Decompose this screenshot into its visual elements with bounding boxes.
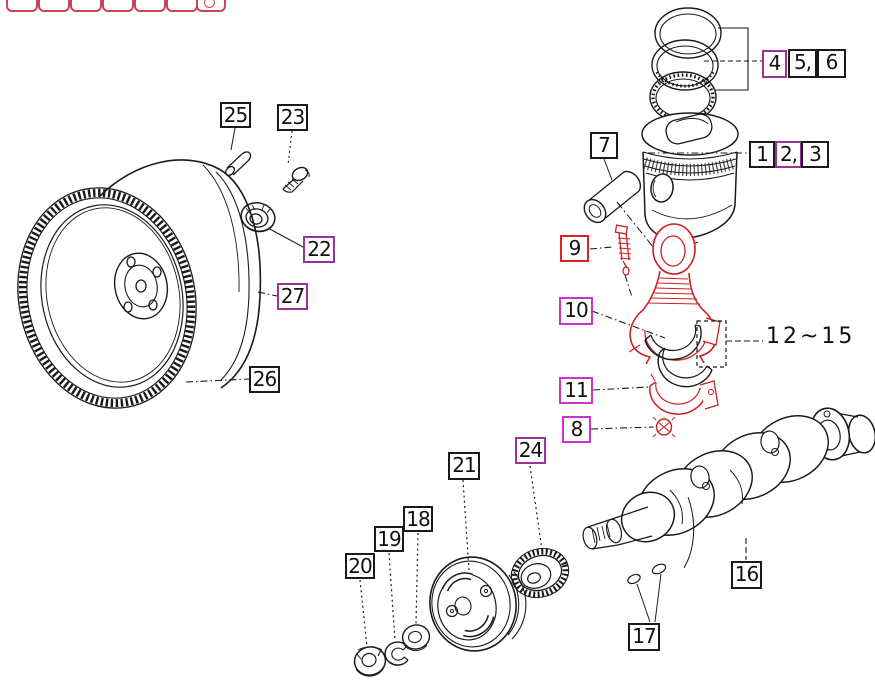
bearing-shells-illustration bbox=[591, 310, 763, 388]
part-label-10[interactable]: 10 bbox=[559, 297, 593, 325]
part-label-5[interactable]: 5, bbox=[788, 49, 817, 78]
flywheel-illustration bbox=[17, 159, 278, 409]
piston-rings-illustration bbox=[649, 7, 762, 123]
part-label-27[interactable]: 27 bbox=[277, 283, 308, 310]
part-label-24[interactable]: 24 bbox=[515, 437, 546, 464]
part-label-8[interactable]: 8 bbox=[562, 416, 591, 443]
part-label-20[interactable]: 20 bbox=[345, 553, 375, 579]
flywheel-bolt-illustration bbox=[282, 130, 310, 193]
part-label-6[interactable]: 6 bbox=[817, 49, 846, 78]
crank-pulley-illustration bbox=[429, 479, 527, 652]
part-label-19[interactable]: 19 bbox=[374, 526, 404, 552]
part-range-label-12-15: 12~15 bbox=[766, 324, 856, 349]
washer-illustration bbox=[401, 532, 431, 652]
part-label-2[interactable]: 2, bbox=[775, 141, 802, 168]
toolbar-button-1[interactable] bbox=[6, 0, 38, 12]
part-label-25[interactable]: 25 bbox=[220, 102, 251, 128]
part-label-17[interactable]: 17 bbox=[628, 623, 660, 651]
timing-gear-illustration bbox=[510, 465, 570, 599]
toolbar-button-3[interactable] bbox=[70, 0, 102, 12]
rod-cap-illustration bbox=[592, 373, 719, 415]
part-label-7[interactable]: 7 bbox=[590, 132, 618, 159]
toolbar-button-6[interactable] bbox=[166, 0, 198, 12]
part-label-9[interactable]: 9 bbox=[560, 235, 589, 262]
pilot-bearing-illustration bbox=[240, 202, 304, 248]
toolbar-button-5[interactable] bbox=[134, 0, 166, 12]
part-label-3[interactable]: 3 bbox=[801, 141, 829, 168]
crankshaft-illustration bbox=[582, 407, 875, 623]
piston-illustration bbox=[641, 112, 749, 245]
part-label-16[interactable]: 16 bbox=[731, 561, 762, 589]
part-label-18[interactable]: 18 bbox=[403, 506, 433, 532]
toolbar-button-7[interactable] bbox=[196, 0, 226, 12]
toolbar-button-4[interactable] bbox=[102, 0, 134, 12]
part-label-22[interactable]: 22 bbox=[303, 236, 335, 263]
pulley-nut-illustration bbox=[353, 579, 387, 677]
lock-washer-illustration bbox=[384, 552, 409, 666]
circle-icon bbox=[204, 0, 215, 8]
rod-bolt-illustration bbox=[589, 224, 633, 298]
part-label-1[interactable]: 1 bbox=[749, 141, 775, 168]
part-label-23[interactable]: 23 bbox=[277, 104, 308, 131]
part-label-4[interactable]: 4 bbox=[762, 50, 787, 78]
rod-nut-illustration bbox=[590, 416, 676, 438]
dowel-pin-illustration bbox=[225, 127, 252, 177]
part-label-21[interactable]: 21 bbox=[448, 452, 480, 480]
connecting-rod-illustration bbox=[628, 223, 721, 365]
part-label-11[interactable]: 11 bbox=[559, 377, 593, 404]
part-label-26[interactable]: 26 bbox=[249, 366, 280, 393]
toolbar-button-2[interactable] bbox=[38, 0, 70, 12]
